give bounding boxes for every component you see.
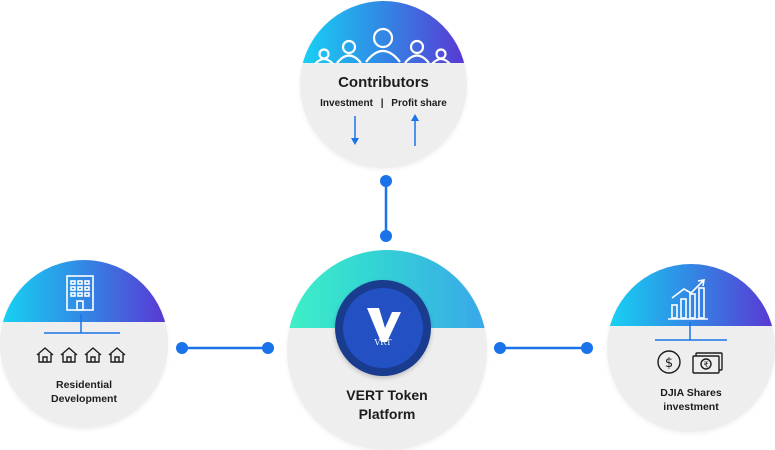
connector-left	[176, 342, 274, 354]
vert-logo-text: VRT	[374, 338, 392, 347]
residential-node	[0, 260, 168, 428]
vert-label-line1: VERT Token	[346, 387, 428, 403]
rupee-note-icon: ₹	[692, 352, 723, 374]
house-icon	[36, 347, 126, 363]
vert-logo-icon: VRT	[335, 280, 431, 376]
contributors-subtitle: Investment | Profit share	[300, 98, 467, 109]
residential-cap	[0, 260, 168, 322]
residential-label-line1: Residential	[55, 379, 113, 391]
djia-cap	[607, 264, 775, 326]
vert-v-icon	[367, 308, 401, 342]
profit-share-label: Profit share	[391, 98, 447, 109]
arrow-up-icon	[411, 114, 419, 146]
djia-label-line1: DJIA Shares	[660, 387, 722, 399]
svg-text:$: $	[665, 356, 673, 371]
connector-right	[494, 342, 593, 354]
svg-text:₹: ₹	[703, 361, 708, 370]
vert-logo-inner: VRT	[343, 288, 423, 368]
contributors-title: Contributors	[338, 74, 429, 91]
djia-label-line2: investment	[663, 401, 719, 413]
arrow-down-icon	[351, 116, 359, 145]
connector-top	[380, 175, 392, 242]
vert-label: VERT Token Platform	[287, 386, 487, 424]
djia-label: DJIA Shares investment	[607, 386, 775, 414]
vert-label-line2: Platform	[358, 406, 416, 422]
investment-label: Investment	[320, 98, 373, 109]
dollar-coin-icon: $	[657, 350, 681, 374]
separator: |	[380, 98, 384, 109]
residential-label: Residential Development	[0, 378, 168, 406]
residential-label-line2: Development	[51, 393, 117, 405]
contributors-node	[300, 1, 467, 168]
